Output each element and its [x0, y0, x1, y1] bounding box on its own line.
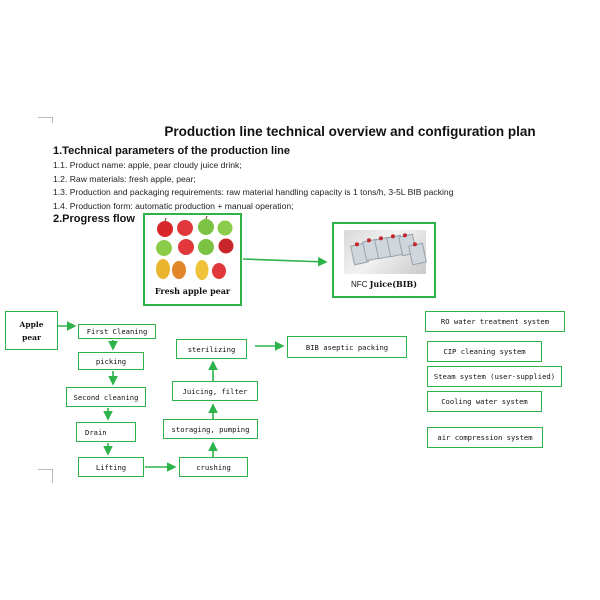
step-picking: picking: [78, 352, 144, 370]
step-storaging-pumping: storaging, pumping: [163, 419, 258, 439]
page-title: Production line technical overview and c…: [164, 124, 536, 139]
system-cip-cleaning: CIP cleaning system: [427, 341, 542, 362]
system-air-compression: air compression system: [427, 427, 543, 448]
parameter-item: 1.3. Production and packaging requiremen…: [53, 187, 454, 197]
fruit-image: Fresh apple pear: [143, 213, 242, 306]
arrow-fruit-to-juice: [242, 256, 328, 267]
section-heading: 2.Progress flow: [53, 213, 135, 225]
step-drain: Drain: [76, 422, 136, 442]
parameter-item: 1.2. Raw materials: fresh apple, pear;: [53, 174, 196, 184]
step-second-cleaning: Second cleaning: [66, 387, 146, 407]
juice-caption: NFC Juice(BIB): [350, 279, 418, 289]
crop-mark: [52, 469, 53, 483]
step-bib-aseptic-packing: BIB aseptic packing: [287, 336, 407, 358]
step-juicing-filter: Juicing, filter: [172, 381, 258, 401]
system-ro-water: RO water treatment system: [425, 311, 565, 332]
system-cooling-water: Cooling water system: [427, 391, 542, 412]
juice-image: NFC Juice(BIB): [332, 222, 436, 298]
parameter-item: 1.1. Product name: apple, pear cloudy ju…: [53, 160, 242, 170]
step-first-cleaning: First Cleaning: [78, 324, 156, 339]
system-steam: Steam system (user-supplied): [427, 366, 562, 387]
crop-mark: [52, 117, 53, 123]
parameter-item: 1.4. Production form: automatic producti…: [53, 201, 294, 211]
fruit-caption: Fresh apple pear: [154, 286, 231, 296]
crop-mark: [38, 469, 52, 470]
apple-pear-icon: [156, 215, 234, 280]
step-sterilizing: sterilizing: [176, 339, 247, 359]
crop-mark: [38, 117, 52, 118]
step-lifting: Lifting: [78, 457, 144, 477]
bib-pouches-photo: [344, 230, 427, 274]
section-heading: 1.Technical parameters of the production…: [53, 145, 290, 157]
step-crushing: crushing: [179, 457, 248, 477]
